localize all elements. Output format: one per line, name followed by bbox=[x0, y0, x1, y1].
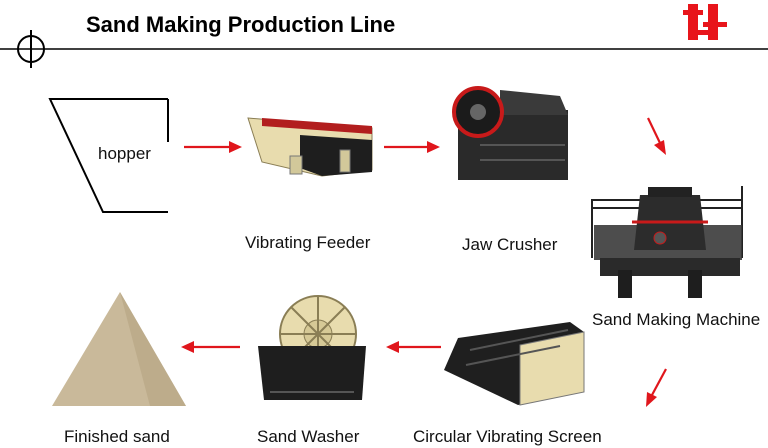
circular-vibrating-screen-label: Circular Vibrating Screen bbox=[413, 427, 602, 446]
sand-washer-machine bbox=[258, 295, 366, 400]
arrow-hopper-to-feeder bbox=[184, 141, 242, 153]
sand-washer-label: Sand Washer bbox=[257, 427, 360, 446]
arrow-feeder-to-crusher bbox=[384, 141, 440, 153]
finished-sand-label: Finished sand bbox=[64, 427, 170, 446]
arrow-washer-to-finished bbox=[181, 341, 240, 353]
vibrating-feeder-label: Vibrating Feeder bbox=[245, 233, 371, 252]
zd-logo bbox=[683, 4, 727, 40]
hopper-label: hopper bbox=[98, 144, 151, 163]
jaw-crusher-machine bbox=[452, 86, 568, 180]
circular-vibrating-screen-machine bbox=[444, 322, 585, 406]
arrow-crusher-to-sandmaker bbox=[647, 117, 666, 155]
arrow-sandmaker-to-screen bbox=[646, 368, 667, 407]
crosshair-icon bbox=[17, 30, 45, 68]
page-title: Sand Making Production Line bbox=[86, 12, 396, 37]
arrow-screen-to-washer bbox=[386, 341, 441, 353]
sand-making-machine-label: Sand Making Machine bbox=[592, 310, 761, 329]
hopper-shape bbox=[48, 98, 169, 213]
finished-sand-pile bbox=[52, 292, 186, 406]
jaw-crusher-label: Jaw Crusher bbox=[462, 235, 558, 254]
sand-making-machine bbox=[591, 186, 743, 298]
vibrating-feeder-machine bbox=[247, 117, 373, 177]
